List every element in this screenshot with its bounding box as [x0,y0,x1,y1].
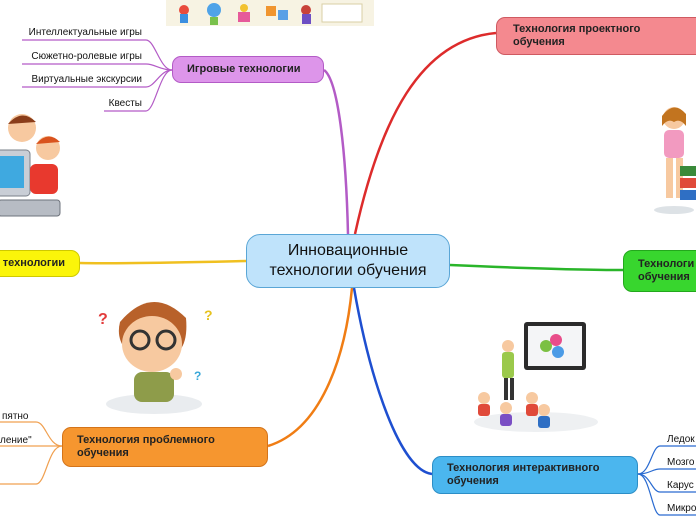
leaf-problem-partial[interactable]: ление" [0,435,32,447]
topic-yellow-technologies[interactable]: технологии [0,250,80,277]
leaf-quests[interactable]: Квесты [22,98,142,110]
topic-interactive-learning[interactable]: Технология интерактивного обучения [432,456,638,494]
kids-at-computer-illustration [0,114,61,217]
leaf-label: Мозго [667,457,695,468]
teacher-interactive-board-illustration [474,322,598,432]
girl-with-books-illustration [654,107,696,214]
topic-project-label: Технология проектного обучения [513,23,641,48]
topic-green-label: Технологи обучения [638,258,695,283]
topic-game-label: Игровые технологии [187,63,301,75]
central-topic-label: Инновационные технологии обучения [269,242,427,279]
thinking-boy-illustration: ? ? ? [98,301,213,414]
leaf-interactive-2[interactable]: Мозго [667,457,694,469]
leaf-role-play-games[interactable]: Сюжетно-ролевые игры [22,51,142,63]
leaf-label: Виртуальные экскурсии [31,74,142,85]
central-topic[interactable]: Инновационные технологии обучения [246,234,450,288]
svg-text:?: ? [98,311,108,328]
children-playing-illustration [166,0,374,26]
leaf-label: Интеллектуальные игры [28,27,142,38]
leaf-interactive-4[interactable]: Микро [667,503,696,515]
leaf-label: Карус [667,480,694,491]
topic-project-learning[interactable]: Технология проектного обучения [496,17,696,55]
leaf-problem-spot[interactable]: пятно [2,411,29,423]
leaf-interactive-3[interactable]: Карус [667,480,694,492]
leaf-label: Квесты [108,98,142,109]
topic-problem-label: Технология проблемного обучения [77,434,215,459]
leaf-interactive-1[interactable]: Ледок [667,434,695,446]
leaf-label: ление" [0,435,32,446]
topic-interactive-label: Технология интерактивного обучения [447,462,600,487]
leaf-label: пятно [2,411,29,422]
leaf-label: Микро [667,503,696,514]
leaf-label: Ледок [667,434,695,445]
leaf-intellectual-games[interactable]: Интеллектуальные игры [22,27,142,39]
topic-problem-learning[interactable]: Технология проблемного обучения [62,427,268,467]
svg-text:?: ? [194,369,201,383]
svg-text:?: ? [204,307,213,323]
topic-game-technologies[interactable]: Игровые технологии [172,56,324,83]
leaf-label: Сюжетно-ролевые игры [31,51,142,62]
topic-yellow-label: технологии [2,257,65,269]
topic-green-technologies[interactable]: Технологи обучения [623,250,696,292]
leaf-virtual-excursions[interactable]: Виртуальные экскурсии [22,74,142,86]
